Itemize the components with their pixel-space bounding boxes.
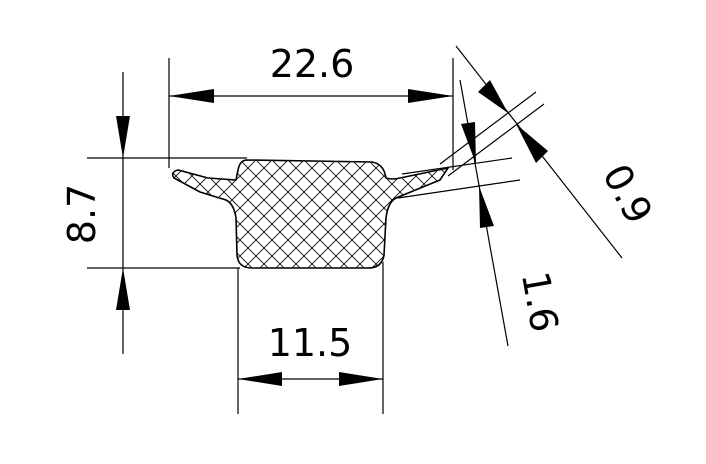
dimension-label-bottom-width: 11.5	[268, 321, 353, 365]
dimension-height: 8.7	[60, 72, 247, 354]
dimension-bottom-width: 11.5	[237, 262, 384, 414]
dimension-label-lip-thickness: 0.9	[594, 157, 661, 231]
dimension-label-height: 8.7	[60, 184, 104, 244]
dimension-lip-span: 1.6	[397, 79, 567, 347]
dimension-label-lip-span: 1.6	[513, 268, 567, 335]
dimension-label-top-width: 22.6	[270, 42, 355, 86]
seal-profile-body	[171, 159, 450, 269]
dimension-top-width: 22.6	[168, 42, 454, 170]
